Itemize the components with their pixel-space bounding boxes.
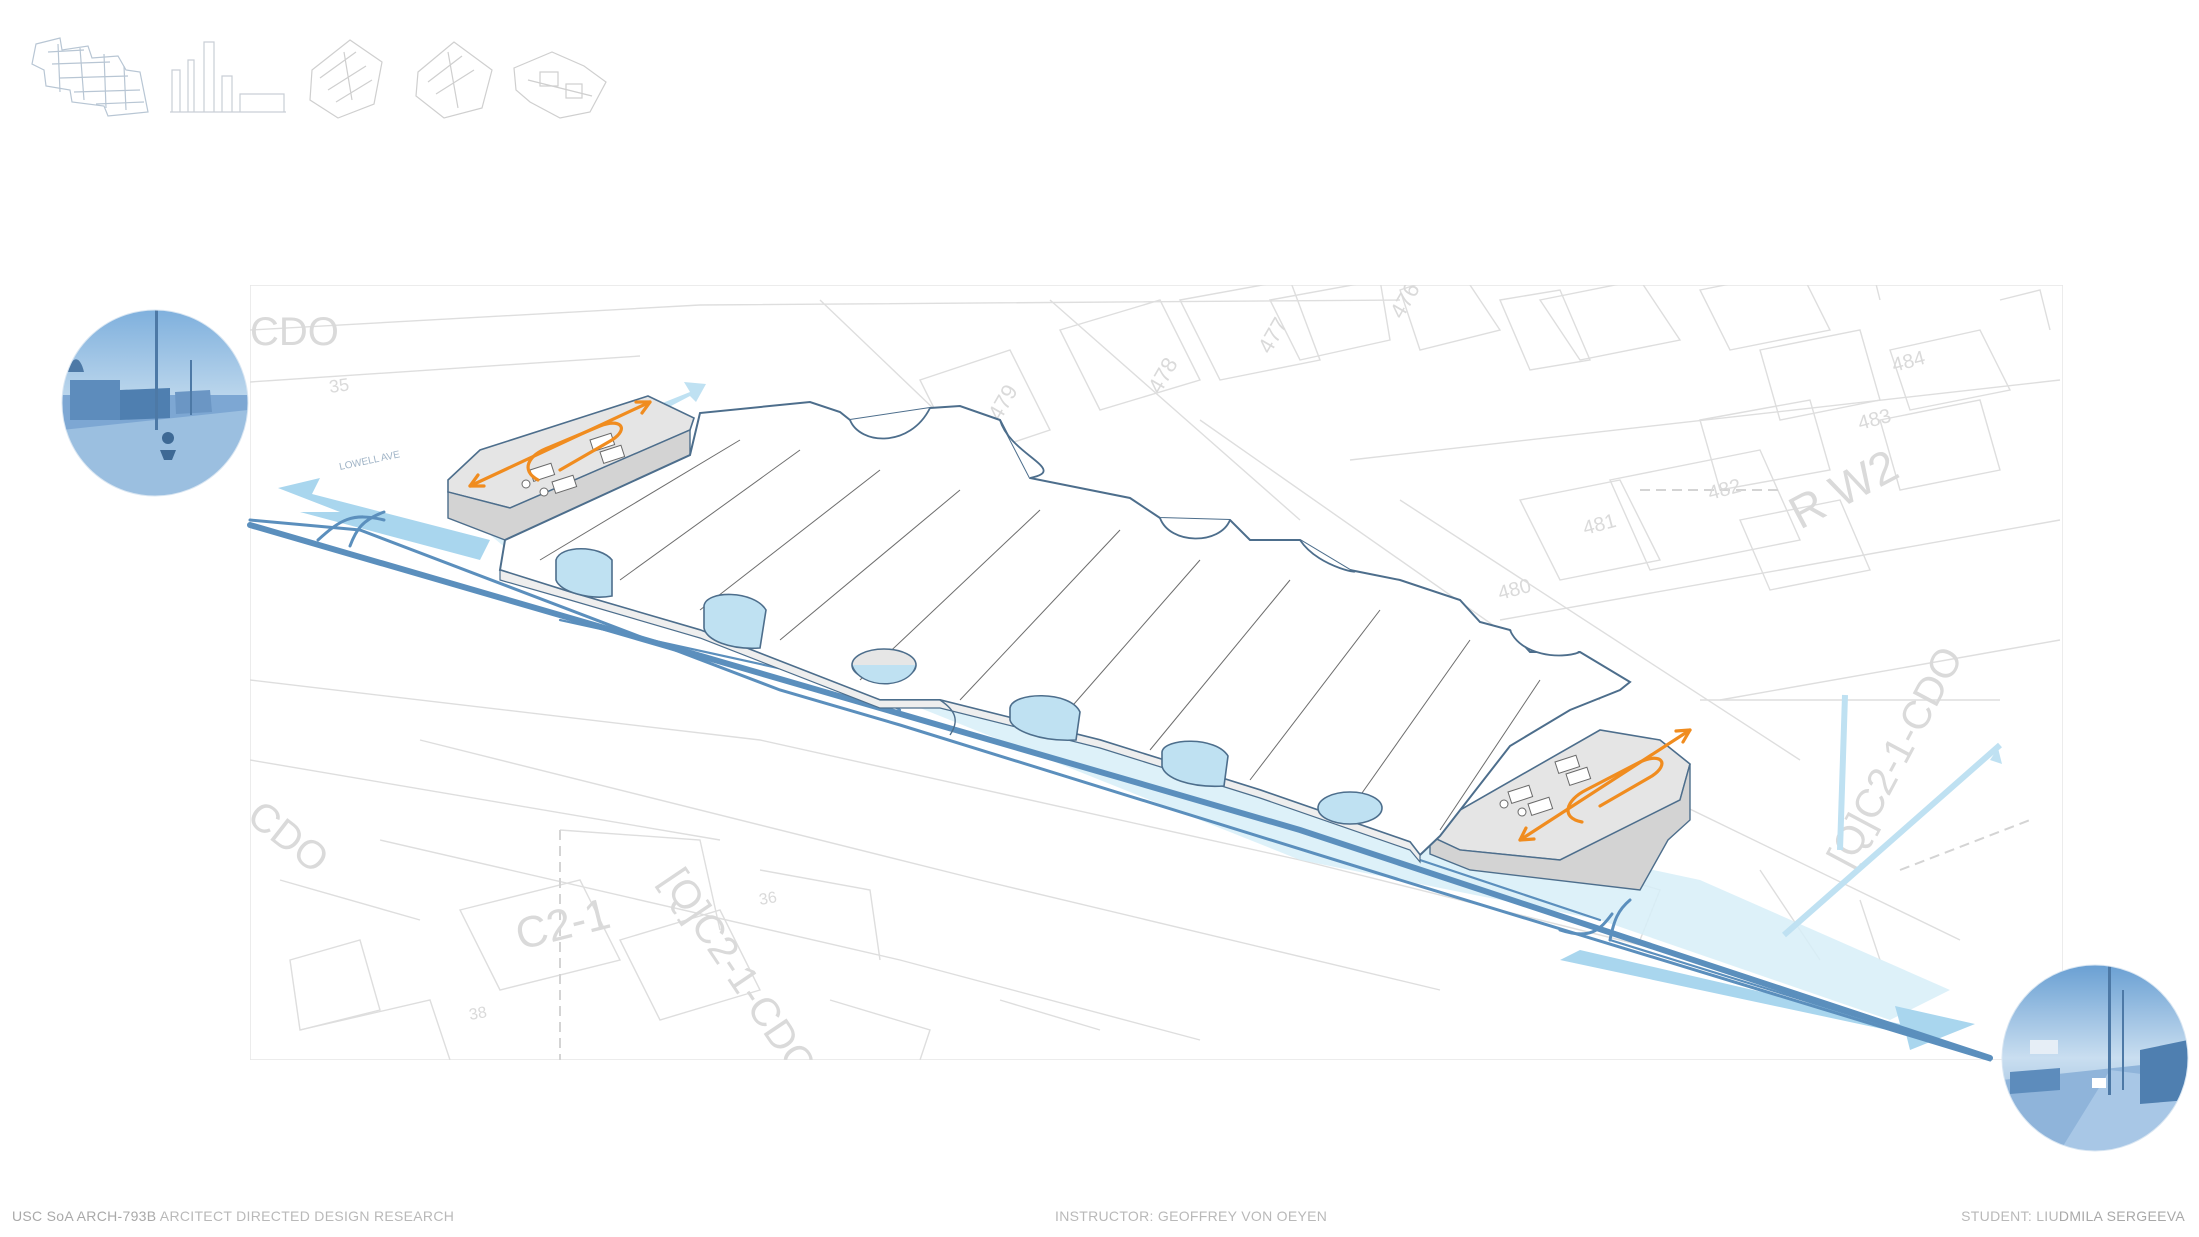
lot-label-36: 36 [758, 889, 779, 909]
flow-line-right-2 [1837, 694, 1848, 851]
flow-line-right-1 [1782, 742, 2002, 938]
lot-label-35: 35 [328, 374, 351, 397]
footer-course-title: ARCITECT DIRECTED DESIGN RESEARCH [156, 1208, 455, 1224]
lot-label-38: 38 [468, 1004, 489, 1024]
thumbnail-section[interactable] [170, 41, 286, 113]
block-right-front [1429, 763, 1691, 891]
zone-label-cdo-top: CDO [250, 310, 339, 354]
canopy-openings [555, 548, 1383, 825]
thumbnail-axon-2[interactable] [415, 41, 493, 119]
opening-2 [703, 593, 767, 650]
opening-7 [939, 699, 956, 736]
street-photo-right[interactable] [2001, 964, 2189, 1152]
ramp-arrow-right [1518, 728, 1692, 842]
thumbnail-strip [31, 37, 607, 119]
main-building-axon[interactable] [447, 395, 1691, 891]
footer-course-code: USC SoA ARCH-793B [12, 1208, 157, 1224]
opening-6 [1317, 791, 1383, 825]
terrace-furniture-right [1499, 754, 1592, 817]
thumbnail-axon-1[interactable] [309, 39, 383, 119]
footer-student-prefix: STUDENT: LIU [1961, 1208, 2059, 1224]
road-lowell-ave [247, 510, 1993, 1062]
thumbnail-site-plan[interactable] [31, 37, 149, 117]
footer-student-name: DMILA SERGEEVA [2058, 1208, 2185, 1224]
street-photo-left[interactable] [61, 309, 249, 497]
opening-5 [1161, 740, 1229, 788]
footer-instructor: INSTRUCTOR: GEOFFREY VON OEYEN [1055, 1208, 1328, 1224]
thumbnail-axon-3[interactable] [513, 51, 607, 119]
footer-course: USC SoA ARCH-793B ARCITECT DIRECTED DESI… [12, 1208, 454, 1224]
opening-1 [555, 548, 613, 598]
flow-line-right-3 [1990, 748, 2002, 764]
terrace-furniture-left [521, 432, 626, 497]
vertical-circulation [468, 400, 1692, 842]
opening-4 [1009, 694, 1081, 741]
footer-student: STUDENT: LIUDMILA SERGEEVA [1961, 1208, 2185, 1224]
opening-3-water [851, 664, 917, 685]
